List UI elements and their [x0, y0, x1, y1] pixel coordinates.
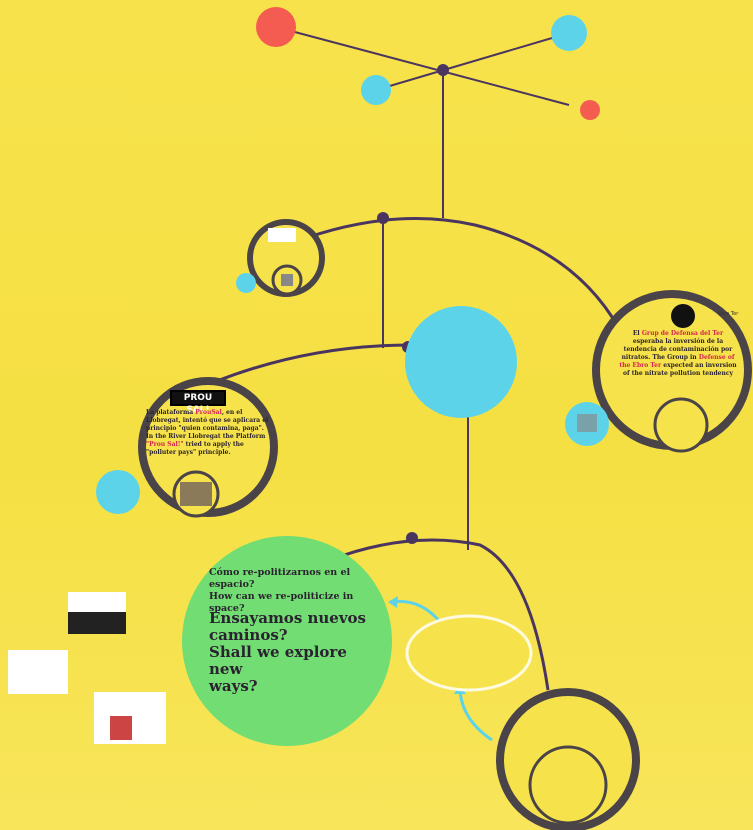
hub-dot	[437, 64, 449, 76]
connector-arc	[281, 217, 622, 331]
hub-dot	[377, 212, 389, 224]
connector-arc	[199, 338, 461, 390]
text-fragment: expected an inversion of the nitrate pol…	[623, 362, 737, 377]
cyan-dot[interactable]	[361, 75, 391, 105]
group-name: Grup de Defensa del Ter	[641, 330, 724, 337]
red-dot[interactable]	[580, 100, 600, 120]
heading-line: Ensayamos nuevos	[209, 609, 367, 627]
left-node-text: La plataforma ProuSal, en el Llobregat, …	[146, 409, 270, 457]
thumbnail	[8, 650, 68, 694]
thumbnail	[268, 228, 296, 242]
thumbnail	[281, 274, 293, 286]
connector-line	[375, 32, 570, 91]
prousal-logo: PROU SAL!	[170, 390, 226, 415]
thumbnail	[180, 482, 212, 506]
thumbnail	[68, 612, 126, 634]
cyan-dot[interactable]	[551, 15, 587, 51]
hub-dot	[406, 532, 418, 544]
text-fragment: La plataforma	[146, 409, 196, 416]
thumbnail	[577, 414, 597, 432]
center-heading: Ensayamos nuevos caminos? Shall we explo…	[209, 610, 384, 695]
arrow-line	[458, 689, 493, 742]
text-fragment: tried to apply the "polluter pays" princ…	[146, 441, 244, 456]
arrow-line	[391, 599, 442, 623]
arrow-head	[388, 596, 398, 608]
heading-line: caminos?	[209, 626, 288, 644]
corner-label: Ebro Ter	[718, 311, 739, 317]
brand-name: ProuSal	[195, 409, 222, 416]
logo-icon	[671, 304, 695, 328]
heading-line: ways?	[209, 677, 258, 695]
group-name: Defense of the Ebro Ter	[619, 354, 735, 369]
connector-line	[275, 26, 570, 106]
cyan-dot[interactable]	[96, 470, 140, 514]
frame-ring-small[interactable]	[528, 745, 608, 825]
question-en: How can we re-politicize in space?	[209, 591, 354, 614]
right-node-text: El Grup de Defensa del Ter esperaba la i…	[617, 330, 739, 378]
info-circle[interactable]	[405, 306, 517, 418]
text-fragment: , en el Llobregat, intentó que se aplica…	[146, 409, 269, 440]
topic-circle[interactable]	[182, 536, 392, 746]
center-question: Cómo re-politizarnos en el espacio? How …	[209, 567, 384, 615]
frame-ring-small[interactable]	[653, 397, 709, 453]
note-oval[interactable]	[405, 614, 533, 692]
heading-line: Shall we explore new	[209, 643, 347, 678]
red-dot[interactable]	[256, 7, 296, 47]
thumbnail	[110, 716, 132, 740]
connector-arc	[329, 538, 550, 691]
brand-name: "Prou Sal!"	[146, 441, 184, 448]
text-fragment: esperaba la inversión de la tendencia de…	[621, 338, 733, 361]
question-es: Cómo re-politizarnos en el espacio?	[209, 567, 351, 590]
text-fragment: El	[632, 330, 642, 337]
cyan-dot[interactable]	[236, 273, 256, 293]
